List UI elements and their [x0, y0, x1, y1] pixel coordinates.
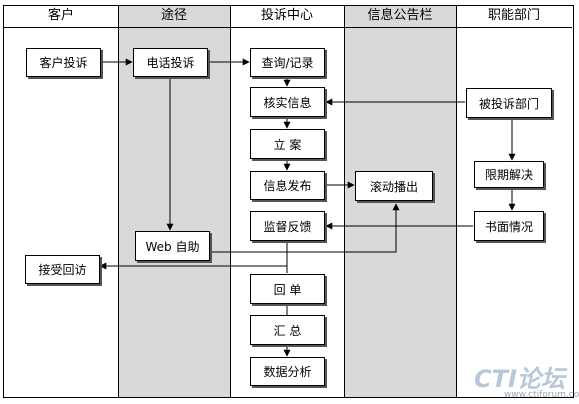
node-web-self-service: Web 自助 [135, 231, 210, 261]
node-complained-department: 被投诉部门 [466, 88, 552, 118]
watermark-url: www.ctiforum.com [504, 390, 579, 400]
lane-header-bulletin: 信息公告栏 [344, 5, 456, 28]
lane-bulletin-bg [344, 5, 456, 398]
node-phone-complaint: 电话投诉 [133, 48, 208, 77]
node-scroll-broadcast: 滚动播出 [355, 171, 433, 201]
node-supervise-feedback: 监督反馈 [250, 211, 325, 241]
node-verify-info: 核实信息 [250, 87, 325, 117]
watermark-logo: CTI论坛 [474, 365, 565, 393]
node-return-receipt: 回 单 [250, 274, 325, 304]
diagram-frame [3, 5, 574, 398]
edge-web-to-scroll [210, 203, 400, 253]
lane-header-complaint-center: 投诉中心 [230, 5, 344, 28]
node-written-report: 书面情况 [474, 211, 544, 241]
node-summary: 汇 总 [250, 315, 325, 345]
node-deadline-resolution: 限期解决 [474, 161, 544, 188]
lane-divider [118, 5, 119, 398]
node-publish-info: 信息发布 [250, 171, 325, 200]
node-query-record: 查询/记录 [250, 48, 325, 77]
lane-divider [230, 5, 231, 398]
lane-divider [456, 5, 457, 398]
lane-header-channel: 途径 [118, 5, 230, 28]
lane-header-customer: 客户 [4, 5, 118, 28]
node-accept-return-visit: 接受回访 [25, 255, 100, 284]
node-customer-complaint: 客户投诉 [26, 48, 101, 77]
cti-forum-watermark: CTI论坛 www.ctiforum.com [474, 365, 579, 400]
node-data-analysis: 数据分析 [250, 357, 325, 386]
node-file-case: 立 案 [250, 129, 325, 159]
lane-header-departments: 职能部门 [456, 5, 572, 28]
lane-divider [344, 5, 345, 398]
